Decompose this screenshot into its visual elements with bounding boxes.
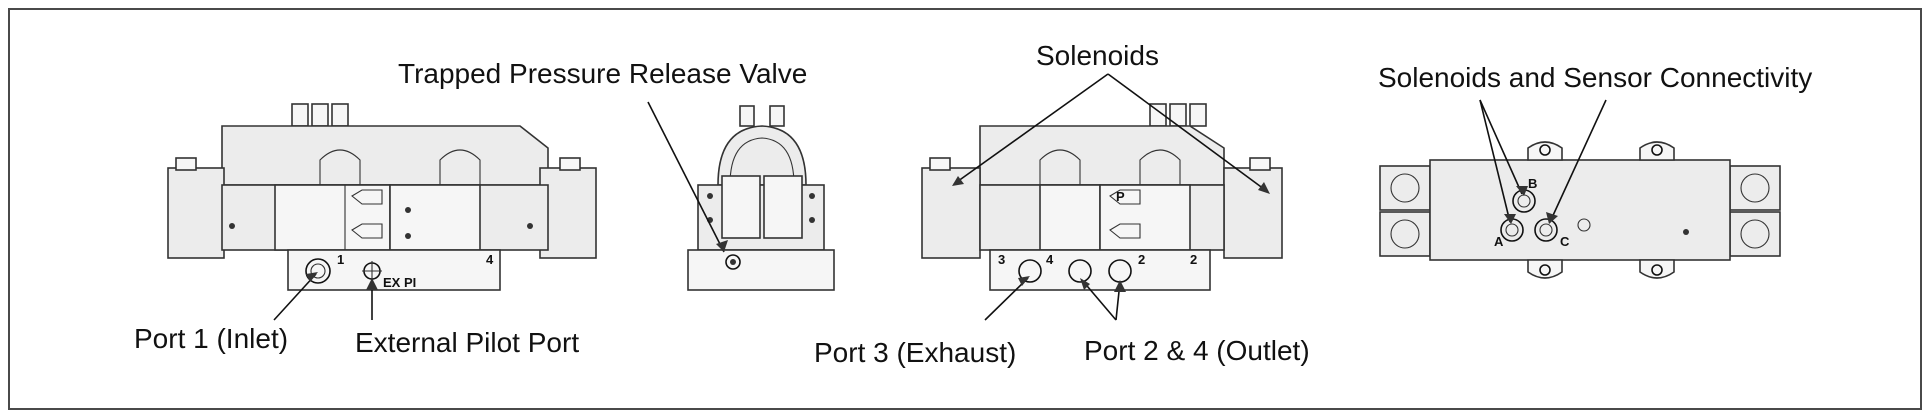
port-4-mark: 4 — [1046, 252, 1054, 267]
end-body — [697, 184, 825, 251]
connector-c — [1534, 218, 1558, 242]
port-3-hole — [1018, 259, 1042, 283]
port-2-mark: 2 — [1138, 252, 1145, 267]
top-fittings — [291, 103, 349, 127]
label-external-pilot-port: External Pilot Port — [355, 327, 579, 358]
end-base — [687, 249, 835, 291]
front-view-left: 1 EX PI 4 — [167, 103, 597, 291]
connector-c-mark: C — [1560, 234, 1570, 249]
port-2-mark-small: 2 — [1190, 252, 1197, 267]
port-4-hole — [1068, 259, 1092, 283]
right-view-right-solenoid — [1223, 167, 1283, 259]
top-body — [1429, 159, 1731, 261]
figure-frame — [8, 8, 1922, 410]
top-view: B A C — [1379, 141, 1781, 279]
ex-pi-mark: EX PI — [383, 275, 416, 290]
p-symbol: P — [1116, 189, 1125, 204]
label-port-1-inlet: Port 1 (Inlet) — [134, 323, 288, 354]
end-dome — [717, 125, 807, 186]
port-4-mark-left: 4 — [486, 252, 494, 267]
subplate — [287, 249, 501, 291]
front-view-right: P 3 4 2 2 — [921, 103, 1283, 291]
trapped-pressure-valve — [725, 254, 741, 270]
callout-lines — [273, 73, 1607, 321]
label-port-2-4-outlet: Port 2 & 4 (Outlet) — [1084, 335, 1310, 366]
label-solenoids: Solenoids — [1036, 40, 1159, 71]
label-port-3-exhaust: Port 3 (Exhaust) — [814, 337, 1016, 368]
right-view-left-solenoid — [921, 167, 981, 259]
left-solenoid-block — [167, 167, 225, 259]
top-cover — [221, 125, 549, 186]
label-trapped-pressure-release-valve: Trapped Pressure Release Valve — [398, 58, 807, 89]
right-subplate — [989, 249, 1211, 291]
connector-b-mark: B — [1528, 176, 1537, 191]
label-solenoids-and-sensor-connectivity: Solenoids and Sensor Connectivity — [1378, 62, 1812, 93]
end-view — [687, 105, 835, 291]
port-3-mark: 3 — [998, 252, 1005, 267]
port-1-hole — [305, 258, 331, 284]
connector-a-mark: A — [1494, 234, 1504, 249]
port-1-mark: 1 — [337, 252, 344, 267]
